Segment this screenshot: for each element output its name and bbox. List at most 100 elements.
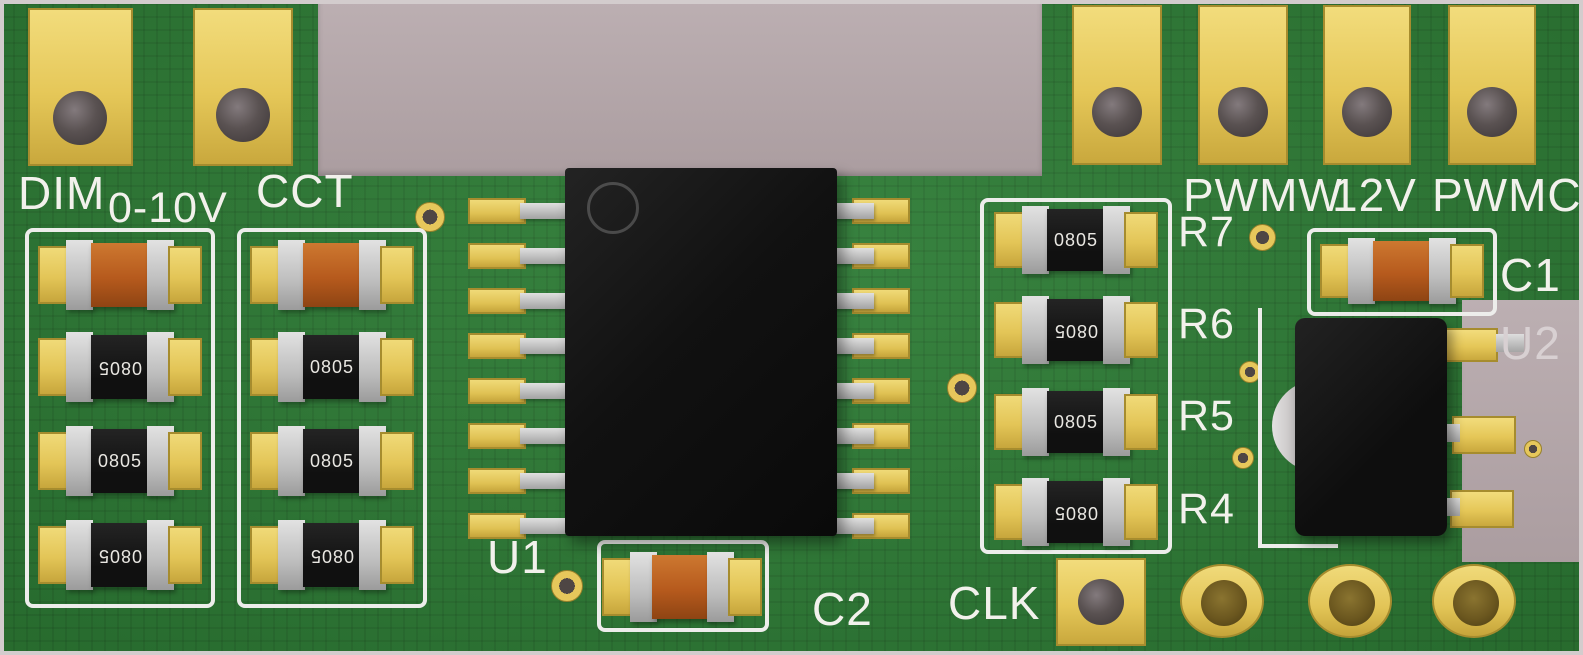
ic-pin-lead bbox=[830, 293, 874, 309]
via bbox=[415, 202, 445, 232]
capacitor-body bbox=[91, 243, 149, 307]
resistor-terminal bbox=[66, 332, 93, 402]
resistor-0805: 0805 bbox=[250, 426, 414, 496]
resistor-marking: 0805 bbox=[1053, 229, 1099, 250]
ic-pin-lead bbox=[520, 338, 572, 354]
pad-hole bbox=[1218, 87, 1268, 137]
solder-pad bbox=[1124, 212, 1158, 268]
ic-pin-lead bbox=[830, 518, 874, 534]
resistor-marking: 0805 bbox=[1053, 411, 1099, 432]
ic-pin1-mark bbox=[587, 182, 639, 234]
pad-hole bbox=[53, 91, 107, 145]
pad-hole bbox=[1342, 87, 1392, 137]
ic-pin-lead bbox=[520, 473, 572, 489]
resistor-marking: 0805 bbox=[97, 357, 143, 378]
label-c2: C2 bbox=[812, 583, 873, 635]
resistor-0805: 0805 bbox=[38, 332, 202, 402]
label-u2: U2 bbox=[1500, 317, 1561, 369]
label-r5: R5 bbox=[1178, 392, 1235, 440]
resistor-terminal bbox=[66, 426, 93, 496]
ic-pin-pad bbox=[468, 378, 526, 404]
solder-pad bbox=[728, 558, 762, 616]
resistor-body: 0805 bbox=[91, 523, 149, 587]
ic-pin-lead bbox=[830, 428, 874, 444]
solder-pad bbox=[380, 526, 414, 584]
ic-pin-pad bbox=[468, 333, 526, 359]
ic-pin-lead bbox=[830, 473, 874, 489]
capacitor-body bbox=[303, 243, 361, 307]
ic-pin-lead bbox=[520, 293, 572, 309]
silkscreen-outline bbox=[1258, 308, 1338, 548]
resistor-marking: 0805 bbox=[1053, 502, 1099, 523]
ic-pin-lead bbox=[830, 248, 874, 264]
resistor-terminal bbox=[66, 520, 93, 590]
silkscreen-outline bbox=[25, 228, 215, 608]
oval-pad bbox=[1308, 564, 1392, 638]
via bbox=[551, 570, 583, 602]
transistor-lead bbox=[1496, 334, 1524, 352]
resistor-body: 0805 bbox=[303, 429, 361, 493]
label-0-10v: 0-10V bbox=[108, 184, 228, 232]
solder-pad bbox=[1450, 244, 1484, 298]
ic-pin-lead bbox=[520, 203, 572, 219]
through-hole-pad bbox=[1198, 5, 1288, 165]
resistor-body: 0805 bbox=[303, 523, 361, 587]
ic-pin-lead bbox=[830, 203, 874, 219]
ic-pin-lead bbox=[830, 383, 874, 399]
solder-pad bbox=[1124, 394, 1158, 450]
resistor-body: 0805 bbox=[91, 335, 149, 399]
solder-pad bbox=[1124, 302, 1158, 358]
via bbox=[1232, 447, 1254, 469]
silkscreen-outline bbox=[597, 540, 769, 632]
resistor-marking: 0805 bbox=[309, 545, 355, 566]
resistor-body: 0805 bbox=[1047, 299, 1105, 361]
solder-pad bbox=[1450, 490, 1514, 528]
resistor-body: 0805 bbox=[303, 335, 361, 399]
resistor-marking: 0805 bbox=[97, 545, 143, 566]
transistor-u2-body bbox=[1295, 318, 1447, 536]
label-u1: U1 bbox=[487, 531, 548, 583]
solder-pad bbox=[1440, 328, 1498, 362]
solder-pad bbox=[380, 338, 414, 396]
pad-hole bbox=[1092, 87, 1142, 137]
through-hole-pad bbox=[1072, 5, 1162, 165]
resistor-terminal bbox=[278, 520, 305, 590]
capacitor bbox=[38, 240, 202, 310]
oval-pad bbox=[1180, 564, 1264, 638]
resistor-r7: 0805 bbox=[994, 206, 1158, 274]
label-r4: R4 bbox=[1178, 485, 1235, 533]
resistor-terminal bbox=[1022, 478, 1049, 546]
label-pwmc: PWMC bbox=[1432, 169, 1582, 221]
oval-pad bbox=[1432, 564, 1516, 638]
resistor-terminal bbox=[278, 332, 305, 402]
capacitor-terminal bbox=[66, 240, 93, 310]
pad-hole bbox=[1329, 580, 1375, 626]
resistor-0805: 0805 bbox=[38, 520, 202, 590]
ic-pin-pad bbox=[468, 513, 526, 539]
ic-pin-lead bbox=[830, 338, 874, 354]
resistor-terminal bbox=[278, 426, 305, 496]
solder-pad bbox=[1452, 416, 1516, 454]
resistor-body: 0805 bbox=[1047, 209, 1105, 271]
resistor-body: 0805 bbox=[1047, 391, 1105, 453]
resistor-marking: 0805 bbox=[1053, 320, 1099, 341]
label-12v: 12V bbox=[1332, 169, 1417, 221]
ic-pin-pad bbox=[468, 468, 526, 494]
pad-hole bbox=[1467, 87, 1517, 137]
solder-pad bbox=[1124, 484, 1158, 540]
resistor-0805: 0805 bbox=[38, 426, 202, 496]
ic-pin-lead bbox=[520, 428, 572, 444]
resistor-marking: 0805 bbox=[97, 450, 143, 471]
resistor-marking: 0805 bbox=[309, 356, 355, 377]
resistor-terminal bbox=[1022, 206, 1049, 274]
capacitor bbox=[250, 240, 414, 310]
label-cct: CCT bbox=[256, 165, 354, 217]
capacitor-body bbox=[1373, 241, 1431, 301]
label-c1: C1 bbox=[1500, 249, 1561, 301]
silkscreen-outline bbox=[980, 198, 1172, 554]
resistor-r6: 0805 bbox=[994, 296, 1158, 364]
resistor-0805: 0805 bbox=[250, 520, 414, 590]
ic-pin-pad bbox=[468, 243, 526, 269]
through-hole-pad bbox=[193, 8, 293, 166]
label-pwmw: PWMW bbox=[1183, 169, 1343, 221]
